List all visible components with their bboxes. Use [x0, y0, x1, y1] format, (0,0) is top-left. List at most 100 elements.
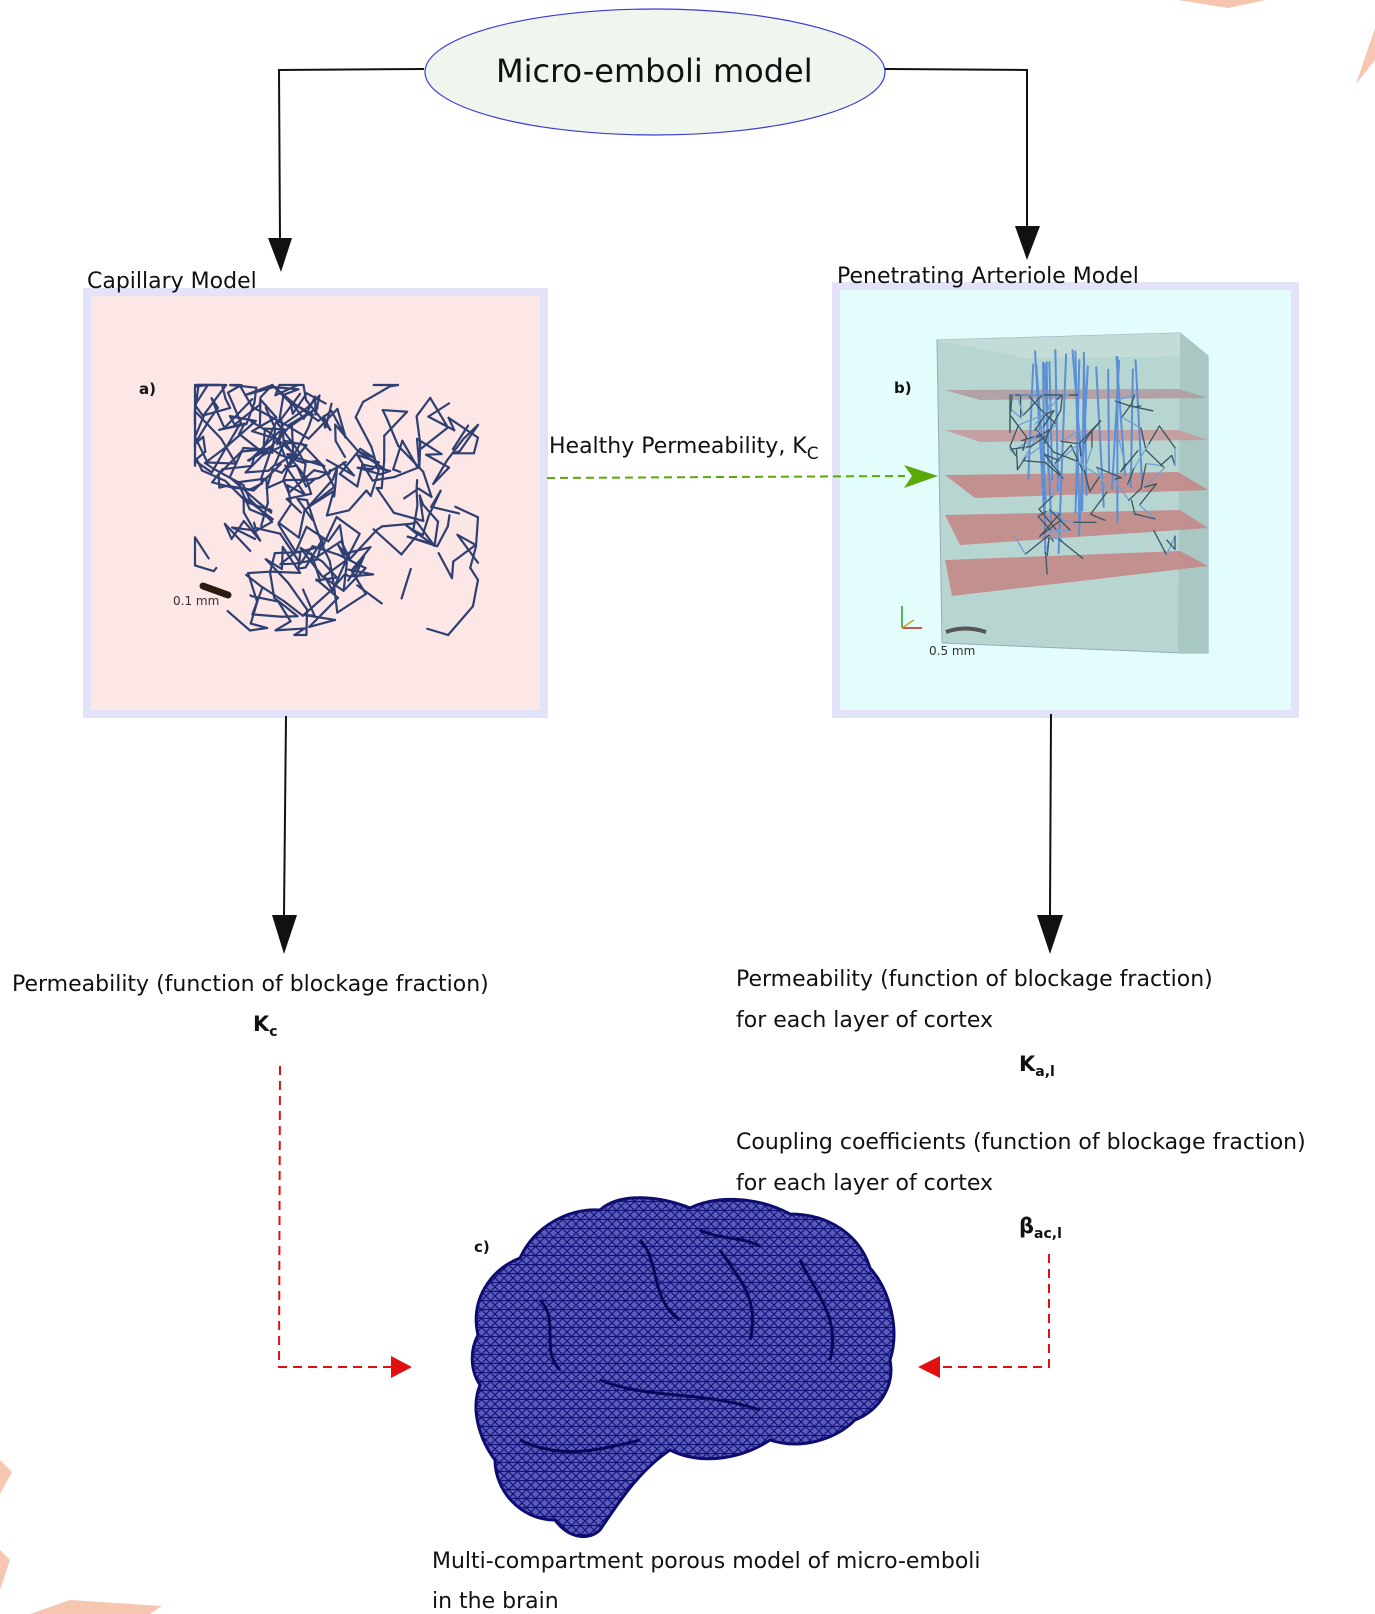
arteriole-capillary-segment — [1089, 513, 1106, 521]
capillary-segment — [415, 489, 419, 507]
capillary-segment — [277, 600, 292, 623]
kal-symbol: K — [1019, 1052, 1036, 1076]
capillary-segment — [327, 524, 342, 543]
capillary-segment — [347, 489, 368, 512]
capillary-segment — [379, 469, 392, 476]
capillary-segment — [294, 525, 308, 553]
capillary-segment — [427, 415, 456, 432]
corner-decoration-bottom-left — [0, 1550, 10, 1590]
capillary-segment — [255, 520, 274, 532]
arteriole-capillary-segment — [1016, 394, 1024, 417]
arteriole-capillary-segment — [1042, 410, 1055, 428]
arteriole-capillary-segment — [1060, 519, 1074, 523]
arteriole-capillary-segment — [1024, 443, 1045, 459]
capillary-segment — [283, 600, 304, 617]
capillary-segment — [297, 551, 302, 570]
arteriole-capillary-segment — [1138, 483, 1158, 506]
capillary-segment — [193, 383, 209, 388]
arteriole-capillary-segment — [1024, 534, 1050, 555]
connector-right — [884, 68, 1028, 228]
capillary-segment — [304, 478, 316, 488]
capillary-segment — [245, 573, 263, 588]
capillary-segment — [285, 492, 313, 500]
capillary-segment — [286, 484, 307, 496]
penetrating-arteriole — [1107, 368, 1111, 474]
capillary-segment — [271, 467, 283, 474]
capillary-segment — [304, 537, 325, 569]
capillary-segment — [281, 545, 302, 574]
arteriole-capillary-segment — [1060, 440, 1081, 445]
capillary-segment — [350, 569, 368, 596]
arteriole-capillary-segment — [1165, 535, 1176, 556]
capillary-segment — [193, 459, 213, 474]
capillary-segment — [338, 472, 359, 488]
capillary-segment — [281, 529, 297, 553]
capillary-segment — [299, 546, 324, 578]
capillary-segment — [252, 521, 257, 530]
capillary-segment — [356, 453, 374, 482]
capillary-segment — [260, 585, 286, 603]
capillary-segment — [321, 545, 331, 563]
capillary-down-arrowhead — [272, 915, 297, 954]
capillary-segment — [471, 578, 480, 608]
arteriole-capillary-segment — [1048, 534, 1054, 542]
capillary-segment — [193, 403, 204, 417]
arteriole-capillary-segment — [1140, 427, 1147, 451]
capillary-segment — [383, 410, 409, 437]
corner-decoration-bottom — [30, 1600, 162, 1614]
arteriole-capillary-segment — [1009, 445, 1017, 456]
capillary-segment — [221, 464, 253, 471]
arteriole-capillary-segment — [1130, 394, 1135, 405]
capillary-segment — [279, 532, 302, 565]
capillary-segment — [401, 439, 419, 469]
arteriole-capillary-segment — [1120, 450, 1139, 473]
arteriole-capillary-segment — [1033, 411, 1048, 432]
capillary-scale-bar — [199, 582, 232, 599]
arteriole-capillary-segment — [1055, 528, 1063, 542]
capillary-segment — [321, 515, 338, 548]
capillary-segment — [415, 478, 419, 492]
kc-symbol: K — [253, 1012, 270, 1036]
healthy-permeability-arrowhead — [904, 465, 938, 488]
arteriole-capillary-segment — [1133, 443, 1150, 470]
arteriole-capillary-segment — [1118, 438, 1126, 465]
diagram-title: Micro-emboli model — [496, 52, 813, 90]
capillary-segment — [193, 412, 206, 439]
capillary-segment — [224, 397, 232, 410]
arteriole-capillary-segment — [1128, 487, 1142, 501]
capillary-segment — [277, 521, 300, 539]
capillary-segment — [418, 494, 425, 506]
capillary-segment — [193, 435, 209, 464]
arteriole-capillary-segment — [1060, 429, 1081, 442]
capillary-segment — [445, 437, 465, 462]
capillary-segment — [200, 469, 227, 482]
arteriole-capillary-segment — [1009, 408, 1022, 419]
capillary-segment — [295, 464, 308, 488]
capillary-segment — [412, 504, 419, 532]
left-permeability-text: Permeability (function of blockage fract… — [12, 972, 489, 997]
healthy-permeability-text: Healthy Permeability, K — [549, 434, 807, 459]
capillary-segment — [329, 478, 336, 489]
capillary-segment — [307, 413, 314, 429]
capillary-segment — [240, 447, 271, 453]
right-permeability-symbol: Ka,l — [1019, 1052, 1055, 1080]
capillary-segment — [277, 393, 285, 424]
capillary-segment — [296, 497, 314, 522]
capillary-segment — [337, 553, 367, 570]
capillary-segment — [446, 514, 451, 528]
capillary-segment — [412, 528, 424, 537]
capillary-segment — [406, 535, 439, 548]
brain-caption-line2: in the brain — [432, 1589, 559, 1614]
arteriole-capillary-segment — [1039, 519, 1062, 537]
capillary-segment — [296, 497, 309, 502]
capillary-network — [193, 383, 480, 637]
capillary-segment — [251, 613, 283, 618]
arteriole-box-top — [937, 333, 1208, 358]
arteriole-box-side — [1178, 333, 1208, 653]
arteriole-model-label: Penetrating Arteriole Model — [837, 264, 1139, 289]
corner-decoration-left — [0, 1460, 12, 1494]
capillary-segment — [285, 497, 303, 514]
capillary-segment — [258, 396, 262, 428]
capillary-segment — [201, 406, 232, 417]
arteriole-capillary-segment — [1121, 416, 1142, 429]
